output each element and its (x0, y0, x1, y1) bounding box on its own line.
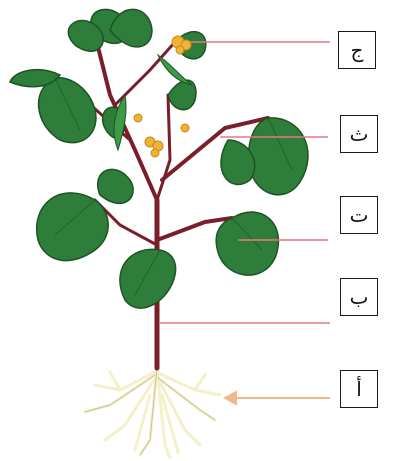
root-pointer-arrow (225, 392, 330, 404)
leaves (10, 9, 308, 308)
label-leaf: ت (340, 196, 378, 234)
label-root: أ (340, 370, 378, 408)
label-stem: ب (340, 278, 378, 316)
label-stem-branch: ث (340, 115, 378, 153)
label-flower: ج (338, 31, 376, 69)
